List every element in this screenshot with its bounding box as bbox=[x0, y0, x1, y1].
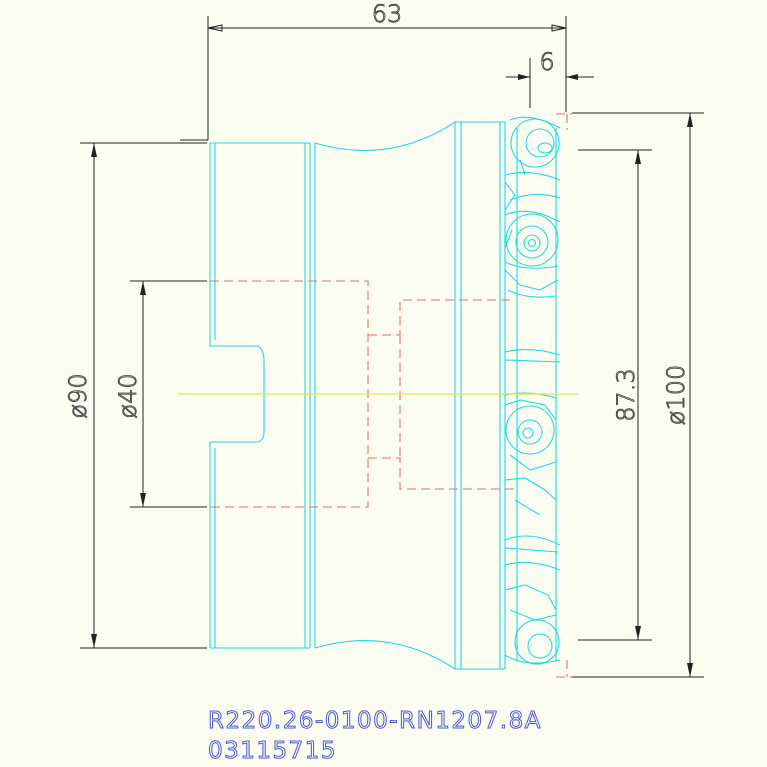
cutter-body-outline bbox=[209, 121, 557, 670]
dimension-body-diameter bbox=[80, 142, 207, 649]
round-insert-middle bbox=[504, 349, 561, 516]
dimension-offset bbox=[506, 58, 594, 108]
length-dimension-label: 63 bbox=[372, 0, 403, 28]
body-diameter-label: ø90 bbox=[64, 373, 92, 418]
cutting-diameter-label: ø100 bbox=[662, 365, 690, 426]
round-insert-top bbox=[504, 116, 561, 211]
dimension-length bbox=[180, 16, 567, 141]
round-insert-upper bbox=[504, 210, 561, 298]
dimension-bore-diameter bbox=[130, 280, 207, 508]
offset-dimension-label: 6 bbox=[539, 48, 554, 76]
dimension-cutting-diameter bbox=[572, 112, 704, 678]
effective-diameter-label: 87.3 bbox=[612, 368, 640, 421]
ordering-number-label: 03115715 bbox=[207, 738, 338, 765]
part-code-label: R220.26-0100-RN1207.8A bbox=[208, 708, 542, 735]
round-insert-lower bbox=[504, 535, 561, 665]
bore-diameter-label: ø40 bbox=[114, 373, 142, 418]
dimension-effective-diameter bbox=[578, 149, 652, 641]
